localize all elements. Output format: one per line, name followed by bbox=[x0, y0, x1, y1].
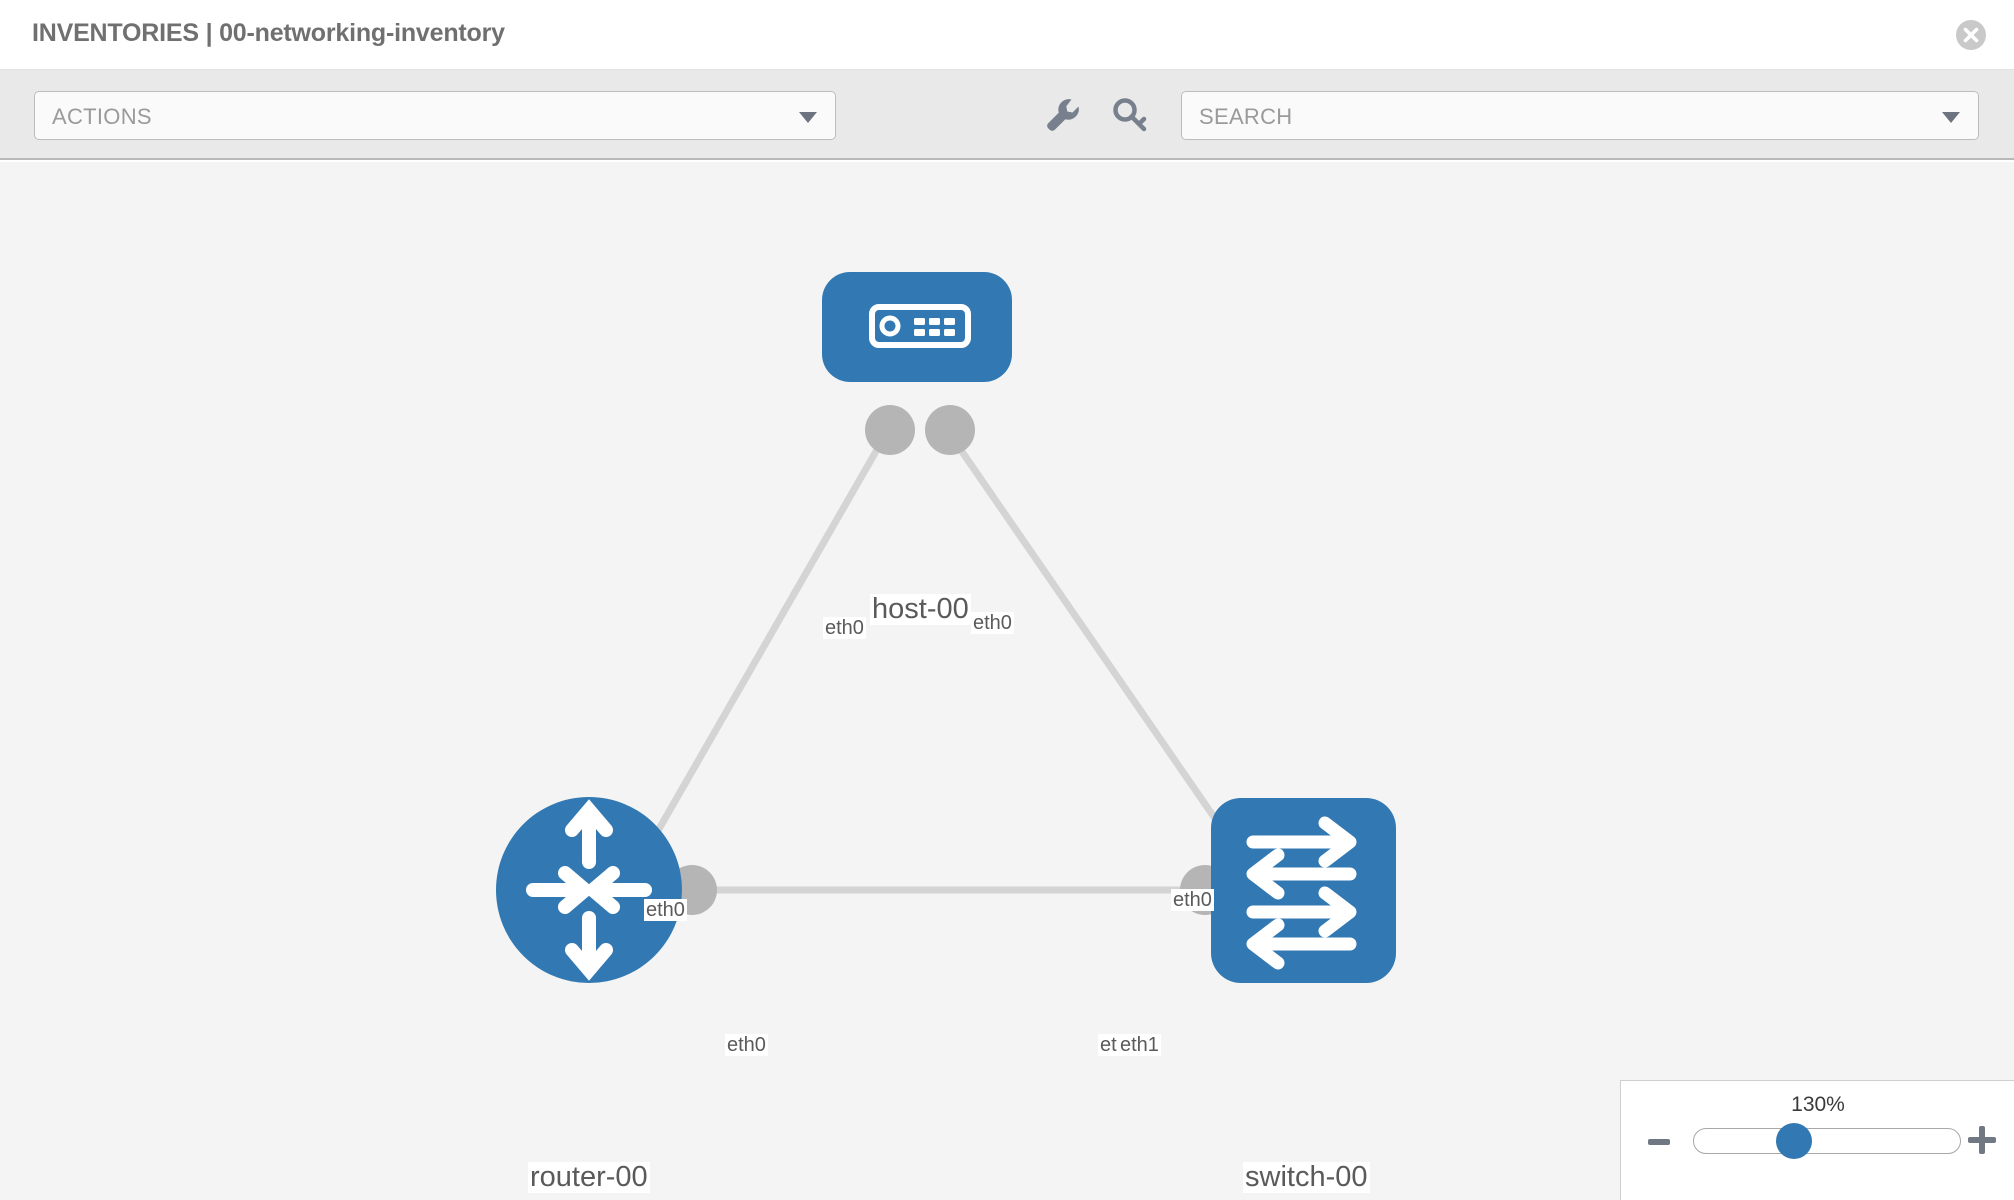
zoom-slider-thumb[interactable] bbox=[1776, 1123, 1812, 1159]
search-input[interactable]: SEARCH bbox=[1181, 91, 1979, 140]
port-host-right bbox=[925, 405, 975, 455]
topology-edges bbox=[636, 425, 1250, 894]
search-placeholder: SEARCH bbox=[1199, 104, 1293, 129]
link-host-switch bbox=[942, 425, 1248, 864]
toolbar: ACTIONS SEARCH bbox=[0, 70, 2014, 160]
chevron-down-icon bbox=[799, 112, 817, 123]
interface-label: eth0 bbox=[971, 612, 1014, 634]
wrench-icon[interactable] bbox=[1040, 92, 1086, 138]
node-label-host: host-00 bbox=[870, 593, 971, 625]
close-icon[interactable] bbox=[1955, 19, 1987, 51]
interface-label: eth0 bbox=[823, 617, 866, 639]
interface-label: eth1 bbox=[1118, 1034, 1161, 1056]
zoom-percent-label: 130% bbox=[1791, 1093, 1845, 1116]
topology-graph bbox=[496, 272, 1396, 983]
zoom-control-panel: 130% bbox=[1620, 1080, 2014, 1200]
zoom-in-button[interactable] bbox=[1968, 1126, 1996, 1154]
zoom-slider-track[interactable] bbox=[1693, 1128, 1961, 1154]
link-host-router bbox=[636, 425, 894, 864]
port-host-left bbox=[865, 405, 915, 455]
interface-label: eth0 bbox=[1171, 889, 1214, 911]
node-label-switch: switch-00 bbox=[1243, 1161, 1370, 1193]
page-title: INVENTORIES | 00-networking-inventory bbox=[32, 19, 505, 47]
zoom-out-button[interactable] bbox=[1648, 1139, 1670, 1145]
actions-dropdown-label: ACTIONS bbox=[52, 104, 152, 129]
topology-canvas[interactable]: host-00 router-00 switch-00 eth0 eth0 et… bbox=[0, 162, 2014, 1200]
node-router-00 bbox=[496, 797, 682, 983]
actions-dropdown[interactable]: ACTIONS bbox=[34, 91, 836, 140]
chevron-down-icon bbox=[1942, 112, 1960, 123]
key-icon[interactable] bbox=[1108, 92, 1154, 138]
node-switch-00 bbox=[1211, 798, 1396, 983]
node-label-router: router-00 bbox=[528, 1161, 650, 1193]
node-host-00 bbox=[822, 272, 1012, 382]
page-header: INVENTORIES | 00-networking-inventory bbox=[0, 0, 2014, 70]
interface-label: eth0 bbox=[644, 899, 687, 921]
interface-label: eth0 bbox=[725, 1034, 768, 1056]
